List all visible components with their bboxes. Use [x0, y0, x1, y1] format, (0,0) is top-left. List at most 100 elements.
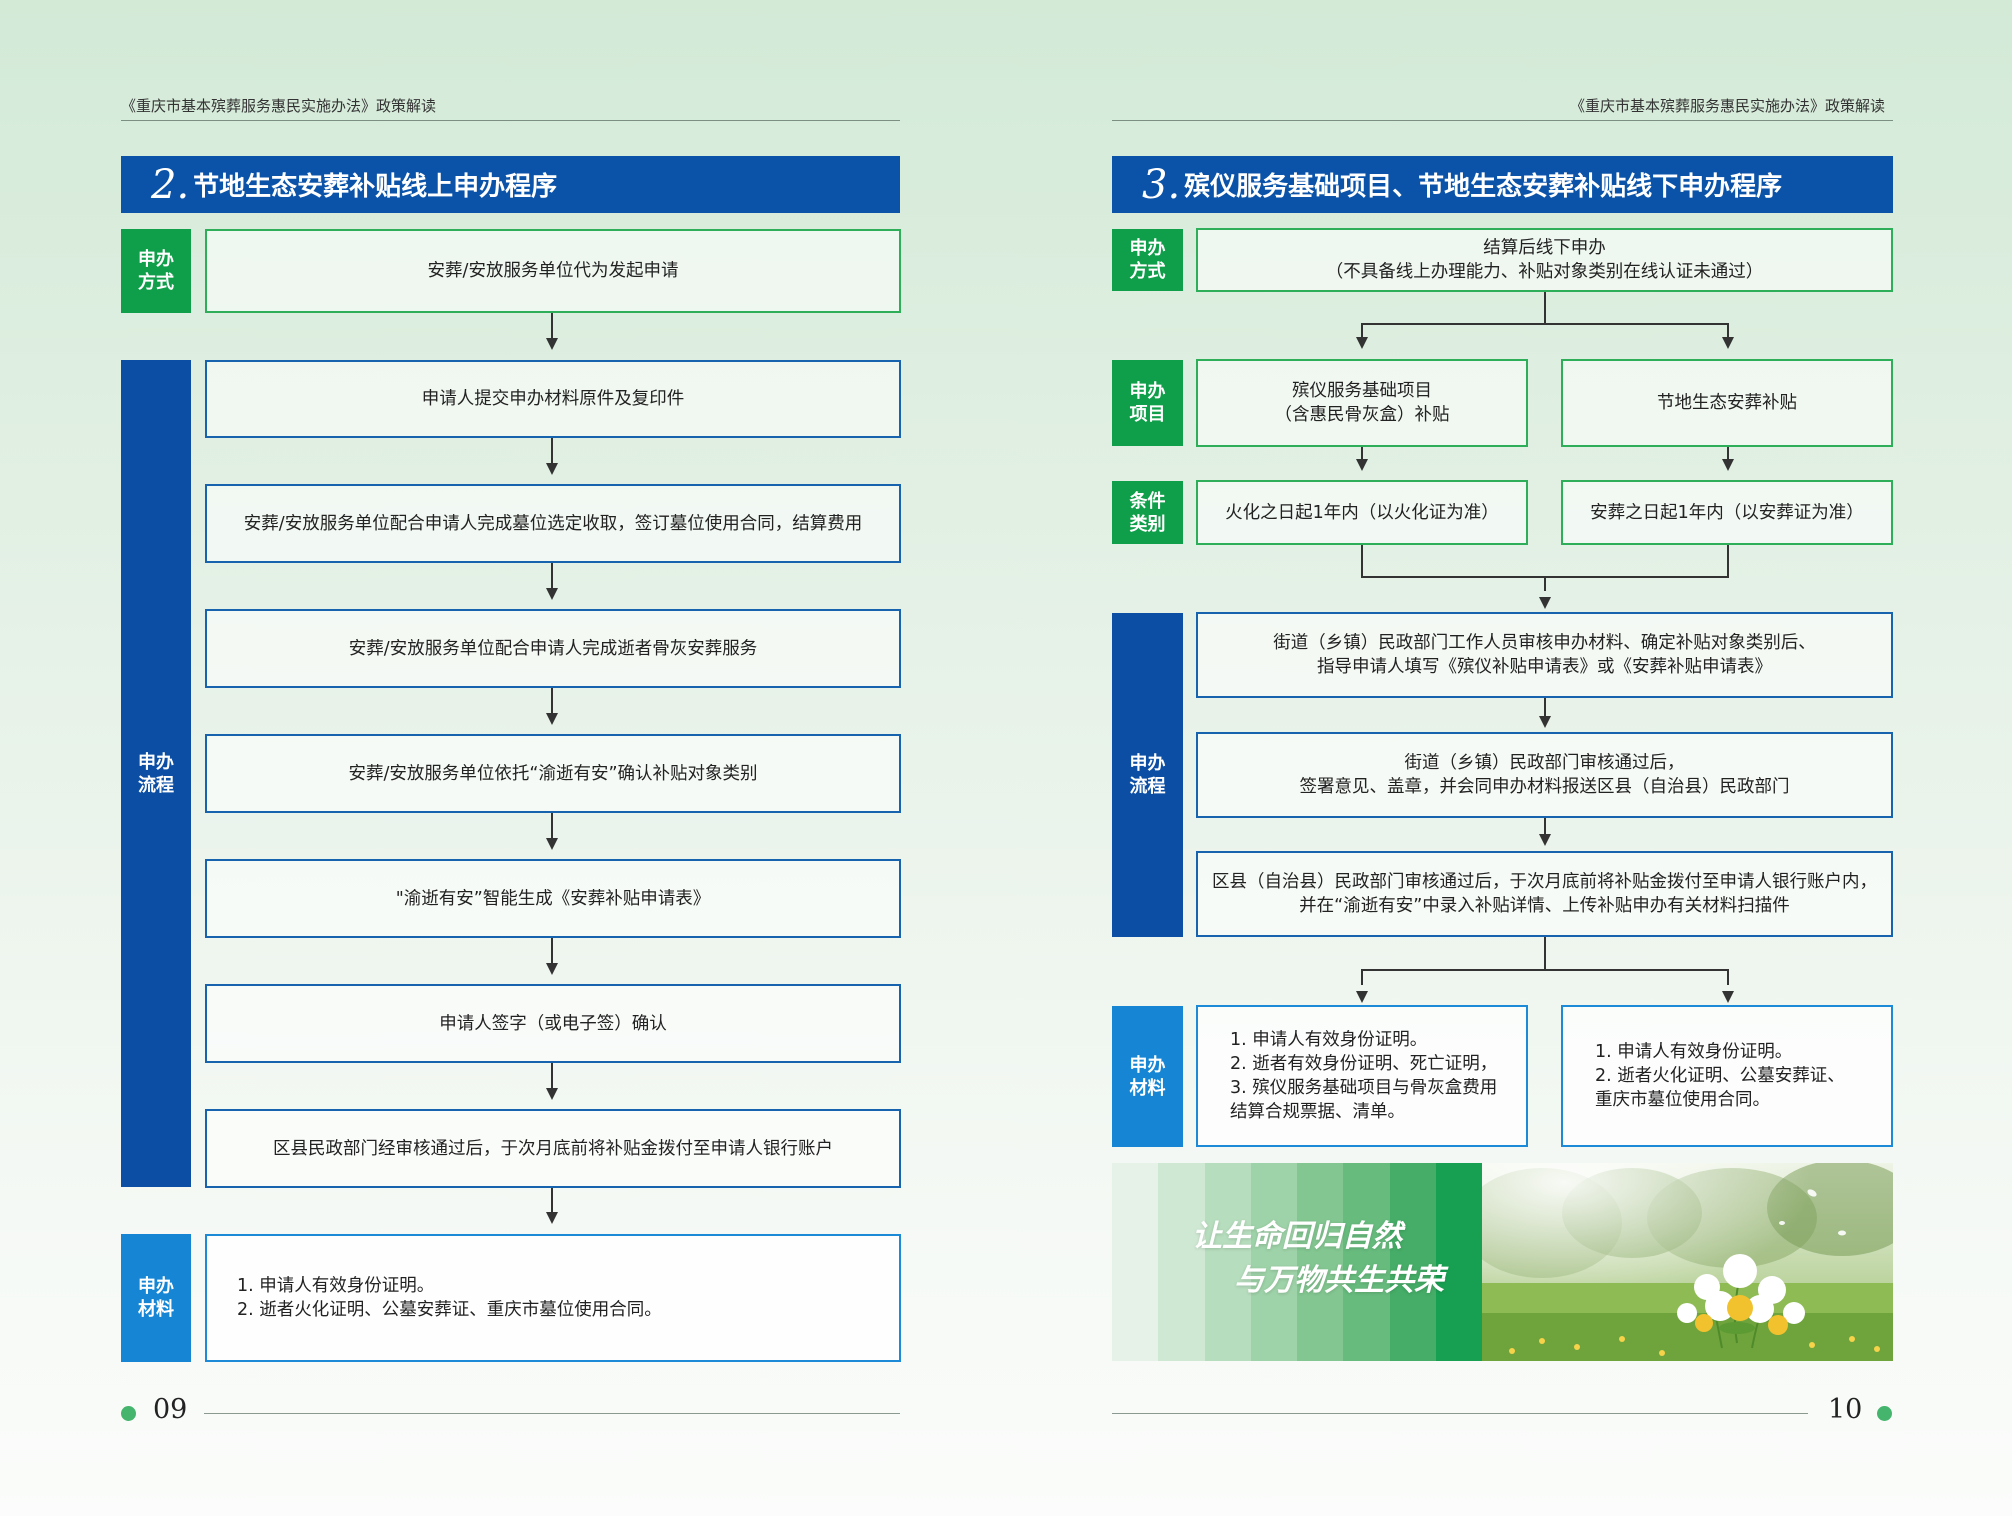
step-text: 指导申请人填写《殡仪补贴申请表》或《安葬补贴申请表》 — [1317, 657, 1772, 677]
material-item: 重庆市墓位使用合同。 — [1595, 1090, 1770, 1110]
arrow-down-icon — [546, 838, 558, 850]
label-process: 申办 流程 — [121, 360, 191, 1187]
step-box: 安葬/安放服务单位配合申请人完成逝者骨灰安葬服务 — [205, 609, 901, 688]
step-text: 街道（乡镇）民政部门工作人员审核申办材料、确定补贴对象类别后、 — [1273, 633, 1816, 653]
section-title-text: 殡仪服务基础项目、节地生态安葬补贴线下申办程序 — [1184, 172, 1783, 202]
section-number: 2. — [151, 161, 190, 208]
connector — [1544, 576, 1546, 591]
step-text: 并在“渝逝有安”中录入补贴详情、上传补贴申办有关材料扫描件 — [1299, 896, 1790, 916]
connector — [1727, 447, 1729, 461]
page-number-right: 10 — [1828, 1394, 1863, 1425]
label-materials: 申办 材料 — [1112, 1006, 1183, 1147]
arrow-down-icon — [1355, 337, 1368, 349]
footer-rule-left — [204, 1413, 900, 1414]
step-text: 申请人提交申办材料原件及复印件 — [421, 389, 685, 409]
page-dot — [1877, 1406, 1892, 1421]
step-box: 区县（自治县）民政部门审核通过后，于次月底前将补贴金拨付至申请人银行账户内， 并… — [1196, 851, 1893, 937]
connector — [1544, 292, 1546, 324]
label-method: 申办 方式 — [121, 229, 191, 313]
header-rule-left — [121, 120, 900, 121]
step-box: 安葬/安放服务单位配合申请人完成墓位选定收取，签订墓位使用合同，结算费用 — [205, 484, 901, 563]
connector — [1544, 937, 1546, 970]
arrow-down-icon — [546, 963, 558, 975]
item-text: 节地生态安葬补贴 — [1657, 393, 1797, 413]
materials-box: 1. 申请人有效身份证明。 2. 逝者火化证明、公墓安葬证、重庆市墓位使用合同。 — [205, 1234, 901, 1362]
step-text: "渝逝有安”智能生成《安葬补贴申请表》 — [395, 888, 711, 909]
arrow-down-icon — [546, 1212, 558, 1224]
step-text: 签署意见、盖章，并会同申办材料报送区县（自治县）民政部门 — [1299, 777, 1790, 797]
arrow-down-icon — [1538, 597, 1551, 609]
connector — [1361, 545, 1363, 577]
section-title-text: 节地生态安葬补贴线上申办程序 — [193, 172, 558, 202]
connector — [1544, 818, 1546, 836]
step-box: 申请人提交申办材料原件及复印件 — [205, 360, 901, 438]
connector — [1361, 323, 1363, 339]
step-box: 街道（乡镇）民政部门工作人员审核申办材料、确定补贴对象类别后、 指导申请人填写《… — [1196, 612, 1893, 698]
label-items: 申办 项目 — [1112, 360, 1183, 446]
item-box-burial: 节地生态安葬补贴 — [1561, 359, 1893, 447]
item-note: （含惠民骨灰盒）补贴 — [1274, 405, 1450, 425]
item-box-funeral: 殡仪服务基础项目 （含惠民骨灰盒）补贴 — [1196, 359, 1528, 447]
section-number: 3. — [1142, 161, 1181, 208]
material-item: 1. 申请人有效身份证明。 — [1230, 1030, 1428, 1050]
connector — [1727, 323, 1729, 339]
flower-meadow-image — [1462, 1163, 1893, 1361]
material-item: 1. 申请人有效身份证明。 — [237, 1276, 435, 1296]
connector — [551, 563, 553, 590]
condition-box-cremation: 火化之日起1年内（以火化证为准） — [1196, 480, 1528, 545]
materials-box-funeral: 1. 申请人有效身份证明。 2. 逝者有效身份证明、死亡证明， 3. 殡仪服务基… — [1196, 1005, 1528, 1147]
connector — [551, 313, 553, 340]
step-text: 安葬/安放服务单位配合申请人完成逝者骨灰安葬服务 — [348, 638, 758, 659]
slogan-line-2: 与万物共生共荣 — [1234, 1263, 1444, 1298]
arrow-down-icon — [1721, 991, 1734, 1003]
label-process: 申办 流程 — [1112, 613, 1183, 937]
arrow-down-icon — [546, 588, 558, 600]
connector — [551, 438, 553, 465]
step-box: 街道（乡镇）民政部门审核通过后， 签署意见、盖章，并会同申办材料报送区县（自治县… — [1196, 732, 1893, 818]
connector — [1361, 969, 1363, 985]
section-title-left: 2. 节地生态安葬补贴线上申办程序 — [121, 156, 900, 213]
slogan-line-1: 让生命回归自然 — [1192, 1219, 1402, 1254]
step-box: "渝逝有安”智能生成《安葬补贴申请表》 — [205, 859, 901, 938]
slogan-banner: 让生命回归自然 与万物共生共荣 — [1112, 1163, 1893, 1361]
method-note: （不具备线上办理能力、补贴对象类别在线认证未通过） — [1325, 262, 1764, 282]
step-text: 申请人签字（或电子签）确认 — [439, 1013, 667, 1034]
condition-text: 安葬之日起1年内（以安葬证为准） — [1590, 502, 1864, 523]
arrow-down-icon — [546, 463, 558, 475]
running-header-left: 《重庆市基本殡葬服务惠民实施办法》政策解读 — [121, 97, 437, 115]
arrow-down-icon — [546, 713, 558, 725]
connector — [551, 688, 553, 715]
materials-box-burial: 1. 申请人有效身份证明。 2. 逝者火化证明、公墓安葬证、 重庆市墓位使用合同… — [1561, 1005, 1893, 1147]
method-box: 结算后线下申办 （不具备线上办理能力、补贴对象类别在线认证未通过） — [1196, 228, 1893, 292]
material-item: 3. 殡仪服务基础项目与骨灰盒费用 — [1230, 1078, 1498, 1098]
arrow-down-icon — [546, 338, 558, 350]
material-item: 1. 申请人有效身份证明。 — [1595, 1042, 1793, 1062]
arrow-down-icon — [1355, 459, 1368, 471]
material-item: 2. 逝者火化证明、公墓安葬证、重庆市墓位使用合同。 — [237, 1300, 662, 1320]
step-box: 安葬/安放服务单位依托“渝逝有安”确认补贴对象类别 — [205, 734, 901, 813]
arrow-down-icon — [1538, 716, 1551, 728]
step-text: 区县民政部门经审核通过后，于次月底前将补贴金拨付至申请人银行账户 — [273, 1138, 833, 1159]
flower-meadow-illustration — [1462, 1163, 1893, 1361]
step-text: 安葬/安放服务单位依托“渝逝有安”确认补贴对象类别 — [348, 763, 758, 784]
arrow-down-icon — [1721, 459, 1734, 471]
arrow-down-icon — [1355, 991, 1368, 1003]
connector — [1361, 447, 1363, 461]
label-conditions: 条件 类别 — [1112, 481, 1183, 544]
header-rule-right — [1112, 120, 1893, 121]
method-text: 安葬/安放服务单位代为发起申请 — [427, 261, 679, 281]
label-method: 申办 方式 — [1112, 229, 1183, 291]
method-text: 结算后线下申办 — [1483, 238, 1606, 258]
connector — [551, 938, 553, 965]
color-stripes — [1112, 1163, 1482, 1361]
step-text: 安葬/安放服务单位配合申请人完成墓位选定收取，签订墓位使用合同，结算费用 — [243, 513, 863, 534]
label-materials: 申办 材料 — [121, 1234, 191, 1362]
footer-rule-right — [1112, 1413, 1808, 1414]
connector — [1544, 698, 1546, 718]
step-box: 申请人签字（或电子签）确认 — [205, 984, 901, 1063]
material-item: 结算合规票据、清单。 — [1230, 1102, 1405, 1122]
material-item: 2. 逝者火化证明、公墓安葬证、 — [1595, 1066, 1845, 1086]
step-box: 区县民政部门经审核通过后，于次月底前将补贴金拨付至申请人银行账户 — [205, 1109, 901, 1188]
arrow-down-icon — [1538, 834, 1551, 846]
method-box: 安葬/安放服务单位代为发起申请 — [205, 229, 901, 313]
